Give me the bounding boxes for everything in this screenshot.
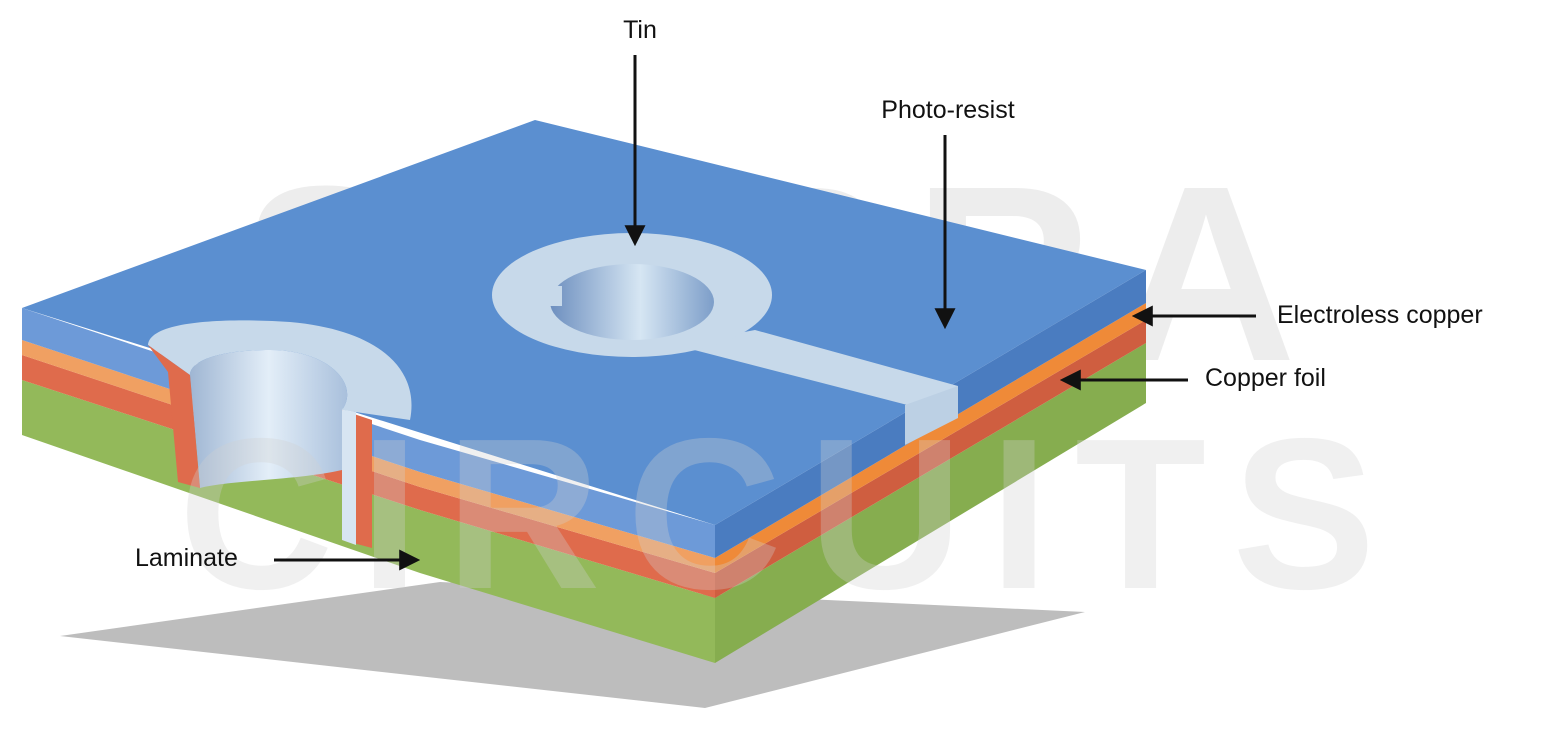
copper-foil-right-face [715,320,1146,598]
cutaway-hole-copper-left [148,345,200,488]
tin-trace-end-face [905,386,958,445]
label-electroless-copper: Electroless copper [1277,301,1483,329]
cutaway-hole-top-ring [148,320,412,420]
label-photo-resist: Photo-resist [881,96,1014,124]
electroless-copper-right-face [715,303,1146,573]
label-tin: Tin [623,16,657,44]
label-copper-foil: Copper foil [1205,364,1326,392]
laminate-right-face [715,343,1146,663]
label-laminate: Laminate [135,544,238,572]
watermark-line-2: CIRCUITS [178,393,1401,634]
floor-shadow [60,582,1085,708]
tin-pad-slot [532,286,562,306]
tin-trace [675,330,958,418]
cutaway-hole-wall [190,350,348,488]
cutaway-hole-tin-right [342,410,356,545]
tin-pad-hole [550,264,714,340]
